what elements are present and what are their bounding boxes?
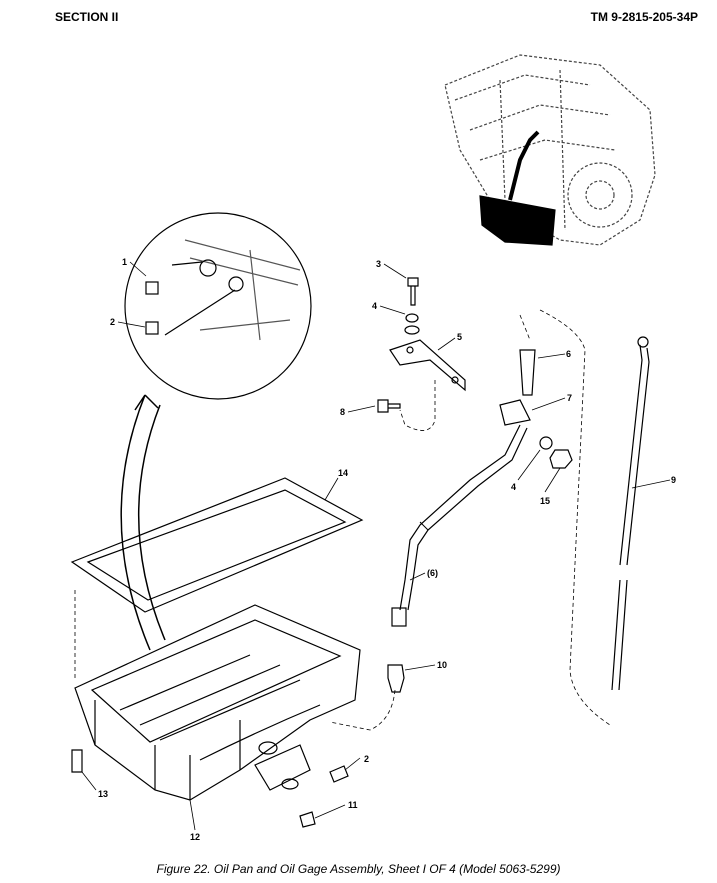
washer-4b bbox=[404, 325, 420, 335]
plug-11 bbox=[299, 811, 316, 828]
callout-9: 9 bbox=[671, 475, 676, 485]
bracket bbox=[389, 339, 466, 392]
washer-4 bbox=[405, 313, 419, 323]
bolt-8 bbox=[377, 399, 401, 413]
section-heading: SECTION II bbox=[55, 10, 119, 24]
fitting-10 bbox=[387, 664, 405, 693]
engine-oil-pan-highlight bbox=[479, 195, 556, 246]
callout-10: 10 bbox=[437, 660, 447, 670]
dipstick bbox=[611, 336, 650, 691]
oil-pan-gasket bbox=[70, 477, 364, 613]
detail-magnifier bbox=[124, 212, 312, 400]
engine-dipstick-highlight bbox=[508, 130, 540, 201]
callout-11: 11 bbox=[348, 800, 358, 810]
tube-cap bbox=[519, 349, 536, 396]
figure-caption: Figure 22. Oil Pan and Oil Gage Assembly… bbox=[156, 862, 561, 876]
callout-2-detail: 2 bbox=[110, 317, 115, 327]
callout-13: 13 bbox=[98, 789, 108, 799]
tm-number: TM 9-2815-205-34P bbox=[590, 10, 698, 24]
nut-15 bbox=[549, 449, 573, 469]
callout-8: 8 bbox=[340, 407, 345, 417]
oil-pan bbox=[74, 604, 361, 801]
callout-7: 7 bbox=[567, 393, 572, 403]
callout-4-upper: 4 bbox=[372, 301, 377, 311]
callout-4-lower: 4 bbox=[511, 482, 516, 492]
callout-12: 12 bbox=[190, 832, 200, 842]
engine-locator-view bbox=[444, 54, 656, 246]
routing-lines bbox=[74, 309, 611, 731]
callout-5: 5 bbox=[457, 332, 462, 342]
callout-15: 15 bbox=[540, 496, 550, 506]
callout-3: 3 bbox=[376, 259, 381, 269]
tube-clamp bbox=[499, 399, 531, 426]
plug-2 bbox=[329, 765, 349, 783]
washer-lower bbox=[539, 436, 553, 450]
detail-arrow bbox=[120, 394, 159, 651]
callout-2-pan: 2 bbox=[364, 754, 369, 764]
callout-1: 1 bbox=[122, 257, 127, 267]
callout-14: 14 bbox=[338, 468, 348, 478]
callout-6: 6 bbox=[566, 349, 571, 359]
bolt-13 bbox=[71, 749, 83, 773]
leader-lines bbox=[81, 261, 671, 831]
dipstick-tube bbox=[391, 424, 528, 627]
bolt-3 bbox=[407, 277, 419, 306]
callout-6-ref: (6) bbox=[427, 568, 438, 578]
